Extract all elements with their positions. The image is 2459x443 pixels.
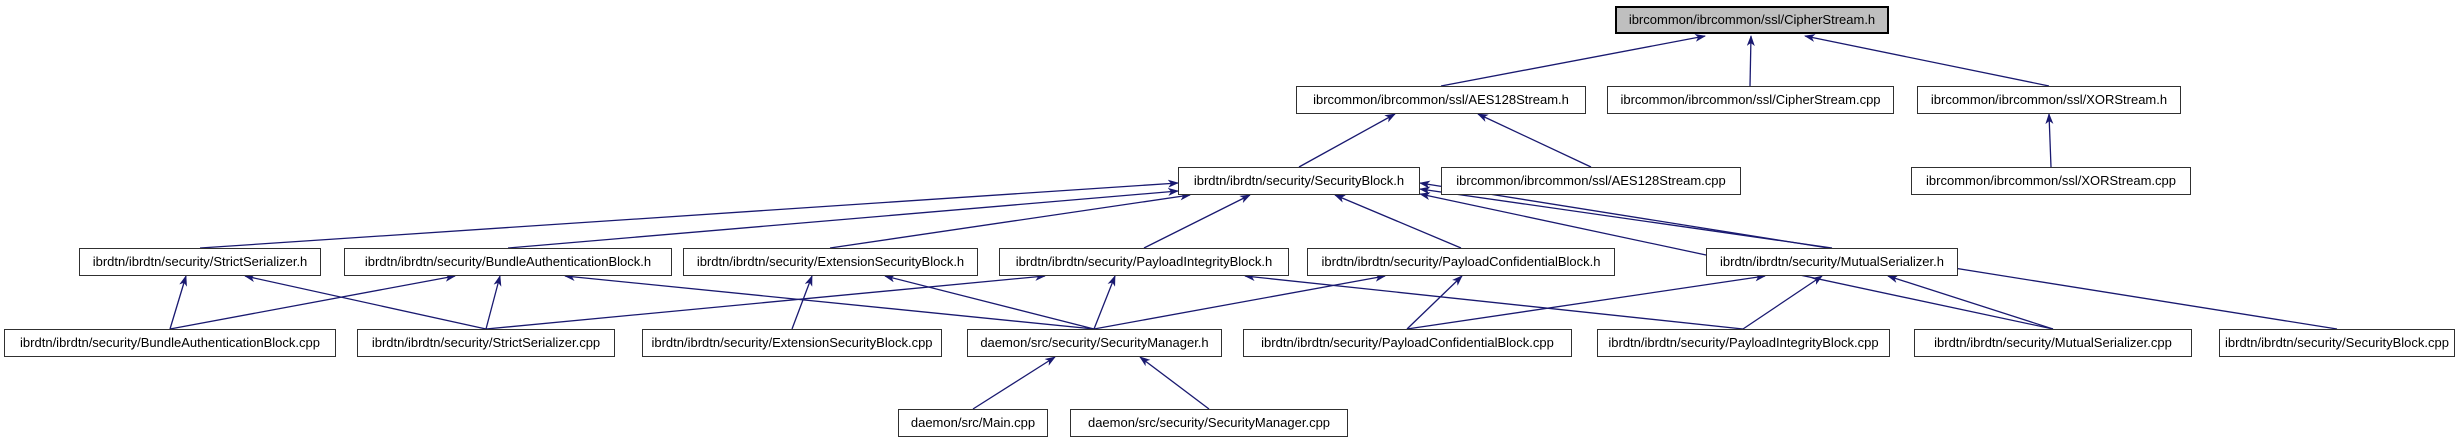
graph-node-payloadintegrity_cpp[interactable]: ibrdtn/ibrdtn/security/PayloadIntegrityB…	[1597, 329, 1890, 357]
graph-node-extsecblock_h[interactable]: ibrdtn/ibrdtn/security/ExtensionSecurity…	[683, 248, 978, 276]
include-edge-payloadintegrity_h-to-securityblock_h	[1143, 194, 1251, 249]
include-edge-payloadconf_h-to-securityblock_h	[1334, 194, 1462, 249]
include-edge-strictserializer_cpp-to-bundleauth_h	[485, 275, 502, 330]
graph-node-cipherstream_cpp[interactable]: ibrcommon/ibrcommon/ssl/CipherStream.cpp	[1607, 86, 1894, 114]
include-edge-bundleauth_cpp-to-strictserializer_h	[169, 275, 187, 330]
include-edge-mutualserializer_cpp-to-mutualserializer_h	[1887, 275, 2054, 330]
graph-node-securitymanager_h[interactable]: daemon/src/security/SecurityManager.h	[967, 329, 1222, 357]
include-edge-extsecblock_h-to-securityblock_h	[829, 192, 1191, 249]
graph-node-securityblock_cpp[interactable]: ibrdtn/ibrdtn/security/SecurityBlock.cpp	[2219, 329, 2455, 357]
graph-node-securityblock_h[interactable]: ibrdtn/ibrdtn/security/SecurityBlock.h	[1178, 167, 1420, 195]
graph-node-xorstream_cpp[interactable]: ibrcommon/ibrcommon/ssl/XORStream.cpp	[1911, 167, 2191, 195]
include-edge-xorstream_cpp-to-xorstream_h	[2045, 113, 2054, 168]
include-edge-bundleauth_h-to-securityblock_h	[507, 187, 1179, 249]
include-edge-aes128stream_cpp-to-aes128stream_h	[1477, 113, 1592, 168]
include-edge-strictserializer_h-to-securityblock_h	[199, 179, 1179, 249]
include-edge-extsecblock_cpp-to-extsecblock_h	[791, 275, 813, 330]
include-edge-bundleauth_cpp-to-bundleauth_h	[169, 273, 456, 330]
include-edge-payloadconf_cpp-to-mutualserializer_h	[1406, 273, 1766, 330]
include-edge-xorstream_h-to-cipherstream_h	[1804, 34, 2050, 87]
include-edge-securitymanager_h-to-payloadintegrity_h	[1093, 275, 1116, 330]
include-edge-strictserializer_cpp-to-strictserializer_h	[244, 274, 487, 330]
graph-node-strictserializer_cpp[interactable]: ibrdtn/ibrdtn/security/StrictSerializer.…	[357, 329, 615, 357]
graph-node-extsecblock_cpp[interactable]: ibrdtn/ibrdtn/security/ExtensionSecurity…	[642, 329, 942, 357]
graph-node-payloadintegrity_h[interactable]: ibrdtn/ibrdtn/security/PayloadIntegrityB…	[999, 248, 1289, 276]
graph-node-strictserializer_h[interactable]: ibrdtn/ibrdtn/security/StrictSerializer.…	[79, 248, 321, 276]
include-edge-securitymanager_h-to-extsecblock_h	[884, 274, 1095, 330]
graph-node-main_cpp[interactable]: daemon/src/Main.cpp	[898, 409, 1048, 437]
include-edge-securityblock_h-to-aes128stream_h	[1298, 113, 1396, 168]
include-edge-payloadintegrity_cpp-to-payloadintegrity_h	[1244, 273, 1744, 330]
include-edge-cipherstream_cpp-to-cipherstream_h	[1746, 35, 1755, 87]
include-edge-main_cpp-to-securitymanager_h	[972, 356, 1056, 410]
graph-node-mutualserializer_cpp[interactable]: ibrdtn/ibrdtn/security/MutualSerializer.…	[1914, 329, 2192, 357]
graph-node-bundleauth_cpp[interactable]: ibrdtn/ibrdtn/security/BundleAuthenticat…	[4, 329, 336, 357]
graph-node-xorstream_h[interactable]: ibrcommon/ibrcommon/ssl/XORStream.h	[1917, 86, 2181, 114]
include-edge-securitymanager_h-to-payloadconf_h	[1093, 273, 1386, 330]
include-edge-aes128stream_h-to-cipherstream_h	[1440, 33, 1706, 87]
graph-node-aes128stream_h[interactable]: ibrcommon/ibrcommon/ssl/AES128Stream.h	[1296, 86, 1586, 114]
graph-node-payloadconf_cpp[interactable]: ibrdtn/ibrdtn/security/PayloadConfidenti…	[1243, 329, 1572, 357]
include-edge-strictserializer_cpp-to-payloadintegrity_h	[485, 272, 1046, 330]
include-edge-payloadconf_cpp-to-payloadconf_h	[1406, 275, 1463, 330]
graph-node-cipherstream_h: ibrcommon/ibrcommon/ssl/CipherStream.h	[1615, 6, 1889, 34]
graph-node-securitymanager_cpp[interactable]: daemon/src/security/SecurityManager.cpp	[1070, 409, 1348, 437]
include-edge-securitymanager_h-to-bundleauth_h	[564, 273, 1095, 330]
graph-node-mutualserializer_h[interactable]: ibrdtn/ibrdtn/security/MutualSerializer.…	[1706, 248, 1958, 276]
graph-node-aes128stream_cpp[interactable]: ibrcommon/ibrcommon/ssl/AES128Stream.cpp	[1441, 167, 1741, 195]
include-edge-securitymanager_cpp-to-securitymanager_h	[1139, 356, 1210, 410]
graph-node-payloadconf_h[interactable]: ibrdtn/ibrdtn/security/PayloadConfidenti…	[1307, 248, 1615, 276]
graph-node-bundleauth_h[interactable]: ibrdtn/ibrdtn/security/BundleAuthenticat…	[344, 248, 672, 276]
include-edge-payloadintegrity_cpp-to-mutualserializer_h	[1742, 275, 1823, 330]
